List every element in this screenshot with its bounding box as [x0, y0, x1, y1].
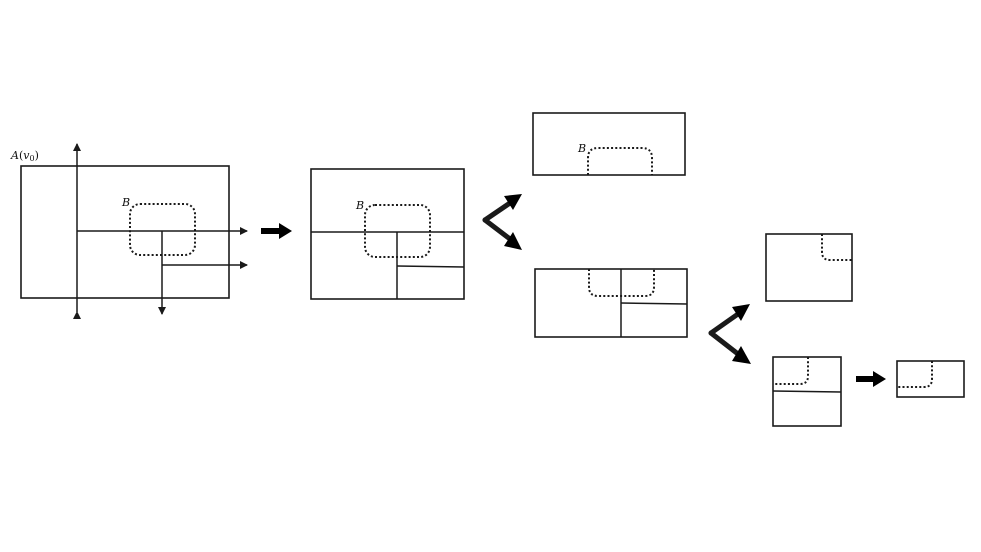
stage-4-top-region: [765, 233, 853, 302]
branch-1-down-stroke: [482, 217, 513, 242]
flow-arrow-right-1: [261, 223, 292, 239]
branch-1-down-head: [504, 232, 522, 250]
branch-2-down-head: [732, 346, 751, 364]
stage-4-top-box: [765, 233, 853, 302]
flow-arrow-right-2: [856, 371, 886, 387]
region-a-box: [20, 165, 230, 299]
branch-2-up-stroke: [708, 311, 741, 336]
stage-2-region-b-label: B: [355, 199, 364, 212]
stage-5-box: [896, 360, 965, 398]
branch-arrows-2: [708, 304, 751, 364]
stage-4-bottom-inner-cut: [772, 390, 842, 393]
stage-2-box: [310, 168, 465, 300]
stage-3-bottom-inner-cut: [620, 302, 688, 305]
stage-2-region: B: [310, 168, 465, 300]
branch-2-up-head: [732, 304, 750, 321]
stage-3-top-region-b-outline: [587, 147, 653, 175]
stage-3-bottom-region: [534, 268, 688, 338]
stage-1-region: A(v0) B: [10, 143, 248, 319]
stage-3-bottom-box: [534, 268, 688, 338]
stage-3-top-region: B: [532, 112, 686, 176]
branch-arrows-1: [482, 194, 522, 250]
stage-5-region: [896, 360, 965, 398]
stage-3-top-box: [532, 112, 686, 176]
stage-2-inner-cut: [396, 265, 465, 268]
region-a-label: A(v0): [10, 149, 39, 163]
region-b-outline: [129, 203, 196, 256]
stage-4-bottom-region: [772, 356, 842, 427]
stage-4-top-region-b-outline: [821, 234, 852, 261]
branch-1-up-stroke: [482, 200, 513, 223]
region-b-label: B: [121, 196, 130, 209]
stage-3-top-region-b-label: B: [577, 142, 586, 155]
stage-5-region-b-outline: [897, 361, 933, 388]
branch-2-down-stroke: [708, 330, 741, 357]
stage-4-bottom-region-b-outline: [773, 357, 809, 385]
branch-1-up-head: [504, 194, 522, 210]
